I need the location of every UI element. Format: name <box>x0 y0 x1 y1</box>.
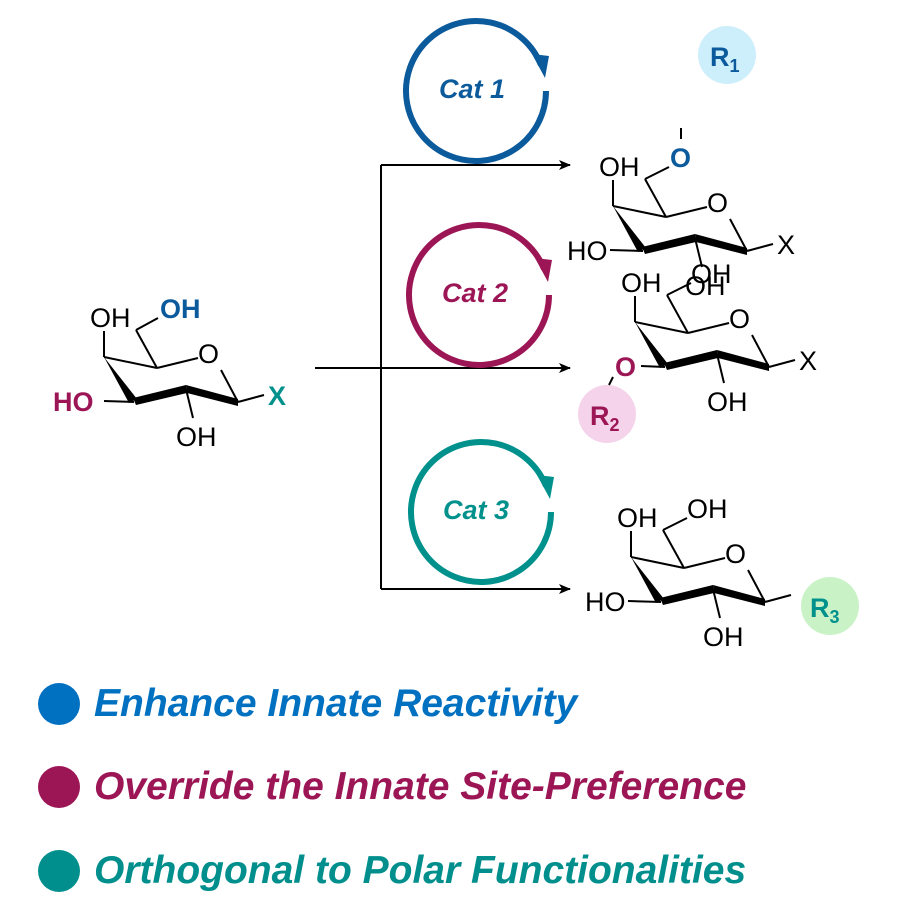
r-subscript: 2 <box>610 415 620 435</box>
legend-dot-icon <box>38 766 80 808</box>
atom-ring-o: O <box>729 304 750 334</box>
atom-r1: R1 <box>710 42 740 76</box>
sugar-bonds <box>627 517 792 619</box>
wedge-bond <box>631 557 664 603</box>
legend-item-override: Override the Innate Site-Preference <box>38 765 746 809</box>
r-subscript: 3 <box>830 607 840 627</box>
bold-bond <box>713 585 765 606</box>
cat-label: Cat 2 <box>442 278 508 308</box>
cycle-arrowhead-icon <box>535 258 552 282</box>
atom-x: X <box>799 346 817 376</box>
legend-text: Enhance Innate Reactivity <box>94 682 578 725</box>
r-symbol: R <box>590 401 610 431</box>
wedge-bond <box>635 322 668 368</box>
product-3: R3 OH OH O HO OH <box>585 494 859 652</box>
atom-ring-o: O <box>725 539 746 569</box>
r-subscript: 1 <box>730 56 740 76</box>
atom-oh: OH <box>621 268 662 298</box>
r2-highlight <box>578 385 636 443</box>
r3-highlight <box>801 577 859 635</box>
bold-bond <box>642 234 696 254</box>
atom-oh: OH <box>599 152 640 182</box>
sugar-bonds <box>103 317 265 419</box>
cat-label: Cat 1 <box>439 74 505 104</box>
starting-sugar: OH OH O HO X OH <box>53 294 286 452</box>
atom-x: X <box>268 381 286 411</box>
bold-bond <box>664 350 718 370</box>
atom-oh: OH <box>703 622 744 652</box>
legend-item-orthogonal: Orthogonal to Polar Functionalities <box>38 849 746 893</box>
atom-r3: R3 <box>810 593 840 627</box>
r-symbol: R <box>710 42 730 72</box>
r1-highlight <box>698 26 756 84</box>
cycle-arrowhead-icon <box>537 475 554 499</box>
atom-link-o: O <box>615 352 636 382</box>
cycle-arc <box>406 221 552 368</box>
bold-bond <box>186 385 238 406</box>
legend-text: Orthogonal to Polar Functionalities <box>94 849 747 892</box>
atom-oh: OH <box>90 303 131 333</box>
legend-dot-icon <box>38 850 80 892</box>
atom-ring-o: O <box>707 188 728 218</box>
legend-dot-icon <box>38 683 80 725</box>
atom-oh-primary: OH <box>160 294 201 324</box>
cycle-arc <box>403 17 549 164</box>
bold-bond <box>133 385 187 405</box>
atom-oh: OH <box>707 387 748 417</box>
atom-ho: HO <box>585 587 626 617</box>
cat-cycle-1: Cat 1 <box>403 17 549 164</box>
bold-bond <box>695 234 747 255</box>
cycle-arc <box>408 438 554 585</box>
cycle-arrowhead-icon <box>532 54 549 78</box>
product-2: O R2 OH OH O X OH <box>578 259 817 443</box>
atom-oh: OH <box>176 422 217 452</box>
legend-item-enhance: Enhance Innate Reactivity <box>38 682 577 726</box>
legend-text: Override the Innate Site-Preference <box>94 765 747 808</box>
reaction-arrows <box>315 160 571 594</box>
atom-oh: OH <box>685 271 726 301</box>
atom-oh: OH <box>617 503 658 533</box>
atom-r2: R2 <box>590 401 620 435</box>
bold-bond <box>717 350 769 371</box>
wedge-bond <box>104 357 137 403</box>
cat-cycle-3: Cat 3 <box>408 438 554 585</box>
sugar-bonds <box>608 282 796 386</box>
cat-label: Cat 3 <box>443 495 509 525</box>
wedge-bond <box>613 206 646 252</box>
atom-ring-o: O <box>198 339 219 369</box>
cat-cycle-2: Cat 2 <box>406 221 552 368</box>
atom-x: X <box>777 230 795 260</box>
atom-ho: HO <box>567 236 608 266</box>
atom-oh-primary: OH <box>687 494 728 524</box>
atom-ho: HO <box>53 387 94 417</box>
sugar-bonds <box>609 128 774 268</box>
r-symbol: R <box>810 593 830 623</box>
product-1: R1 O OH O HO X OH <box>567 26 795 301</box>
atom-link-o: O <box>670 143 691 173</box>
atom-oh-primary: OH <box>691 259 732 289</box>
bold-bond <box>660 585 714 605</box>
